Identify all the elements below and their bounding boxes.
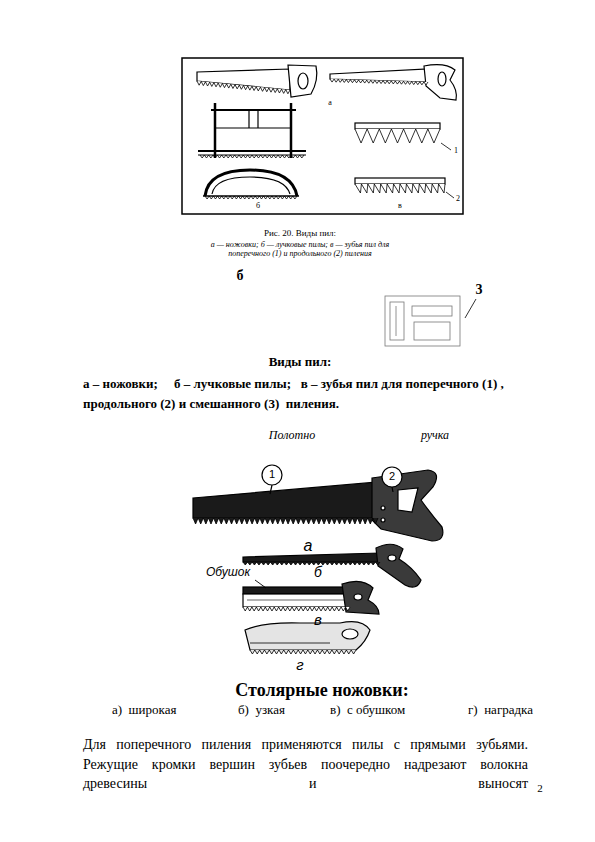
bow-saw-bar: [211, 109, 296, 111]
figure-letter: а: [323, 98, 337, 107]
figure-legend: б) узкая: [238, 703, 328, 718]
saw-teeth-strip: [355, 178, 445, 184]
saw-figure-top: [182, 58, 463, 214]
bow-saw-arc: [212, 177, 290, 194]
body-paragraph: Для поперечного пиления применяются пилы…: [83, 735, 528, 794]
figure-frame: [182, 58, 463, 214]
handle-hole: [438, 72, 446, 86]
molding-saw-body: [245, 622, 370, 650]
figure-letter: б: [232, 268, 248, 284]
handle-hole: [342, 629, 358, 639]
saw-teeth-strip: [355, 123, 440, 129]
blade-shading: [247, 600, 346, 601]
figure-letter: в: [309, 611, 327, 628]
narrow-saw-blade: [243, 553, 380, 562]
small-figure-frame: [385, 296, 460, 346]
rivet: [381, 518, 385, 522]
saw-teeth: [193, 79, 445, 654]
callout-number: 1: [451, 146, 461, 155]
narrow-saw-handle: [376, 544, 421, 587]
saw-teeth: [330, 79, 428, 85]
callout-number: 1: [264, 468, 280, 481]
saw-back: [243, 587, 350, 594]
figure-letter: г: [291, 656, 309, 673]
saw-teeth: [355, 184, 445, 193]
figure-legend: в) с обушком: [330, 703, 460, 718]
small-figure-part: [396, 306, 397, 336]
saw-teeth: [355, 129, 440, 143]
callout-number: 2: [384, 470, 400, 483]
callout-number: 2: [453, 194, 463, 203]
back-saw-blade: [243, 594, 350, 607]
part-name: ручка: [405, 429, 465, 443]
handle-hole: [398, 488, 418, 512]
small-figure-part: [412, 306, 452, 316]
saw-teeth: [200, 155, 304, 158]
figure-caption: Рис. 20. Виды пил:: [200, 228, 400, 238]
bow-saw-toggle: [248, 110, 249, 128]
handsaw-handle: [288, 65, 317, 97]
bow-saw-post: [290, 103, 293, 158]
handsaw-handle: [424, 65, 456, 100]
figure-letter: в: [393, 201, 407, 210]
saw-teeth: [243, 562, 380, 565]
figure-legend: г) наградка: [468, 703, 578, 718]
part-name: Обушок: [198, 566, 258, 580]
callout-circle: [262, 465, 282, 485]
page-number: 2: [533, 782, 547, 795]
bow-saw-blade: [198, 150, 306, 152]
rivet: [381, 506, 385, 510]
leader-line: [392, 487, 393, 492]
small-figure-part: [414, 322, 450, 340]
saw-figure-bottom: [193, 465, 443, 650]
figure-legend: а) широкая: [112, 703, 222, 718]
section-heading: Столярные ножовки:: [192, 680, 452, 701]
bow-saw-toggle: [257, 110, 258, 128]
leader-line: [441, 143, 451, 150]
blade-edge: [250, 643, 330, 644]
handsaw-blade: [197, 69, 290, 90]
leader-line: [465, 299, 476, 318]
figure-caption: а — ножовки; б — лучковые пилы; в — зубь…: [193, 240, 408, 258]
figure-letter: б: [309, 564, 327, 580]
leader-line: [446, 192, 454, 198]
figure-letter: б: [251, 201, 265, 210]
bow-saw-post: [214, 103, 217, 158]
small-figure-part: [390, 302, 404, 340]
figure-legend: а – ножовки; б – лучковые пилы; в – зубь…: [83, 374, 538, 413]
wide-saw-blade: [193, 482, 378, 518]
saw-teeth: [197, 81, 290, 94]
saw-teeth: [243, 607, 350, 611]
small-figure: [385, 296, 476, 346]
leader-line: [255, 580, 266, 588]
handle-hole: [388, 555, 396, 561]
part-name: Полотно: [252, 429, 332, 443]
saw-teeth: [250, 650, 356, 654]
bow-saw-stretcher: [215, 127, 291, 128]
leader-line: [270, 485, 272, 494]
saw-teeth: [205, 196, 297, 199]
saw-teeth: [193, 518, 378, 524]
section-heading: Виды пил:: [200, 355, 400, 370]
figure-letter: а: [299, 537, 317, 555]
callout-number: 3: [471, 282, 487, 298]
callout-circle: [382, 467, 402, 487]
bow-saw-arc: [205, 170, 297, 196]
handle-hole: [298, 73, 308, 89]
handle-hole: [354, 594, 362, 600]
